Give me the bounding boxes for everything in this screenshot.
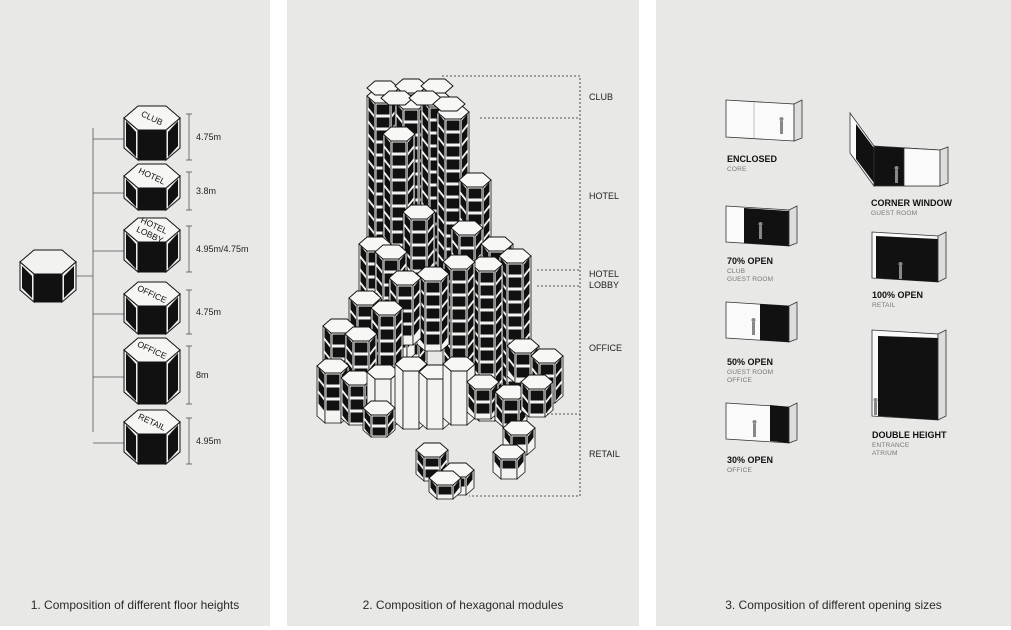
hex-column — [428, 470, 462, 500]
base-hex-module — [19, 249, 77, 304]
opening-double-height: DOUBLE HEIGHT ENTRANCE ATRIUM — [871, 329, 947, 457]
open-50-sub-2: OFFICE — [727, 377, 752, 384]
zone-label-hotel-lobby-2: LOBBY — [589, 280, 619, 290]
floor-height-value: 4.95m — [196, 436, 221, 446]
opening-70-percent: 70% OPEN CLUB GUEST ROOM — [725, 205, 798, 283]
open-50-sub-1: GUEST ROOM — [727, 369, 773, 376]
hex-tower-diagram: CLUB HOTEL HOTEL LOBBY OFFICE RETAIL — [316, 75, 622, 500]
open-100-sub-1: RETAIL — [872, 302, 896, 309]
floor-height-value: 8m — [196, 370, 209, 380]
double-height-sub-2: ATRIUM — [872, 450, 898, 457]
hex-column — [520, 374, 554, 418]
double-height-title: DOUBLE HEIGHT — [872, 430, 947, 440]
floor-height-value: 3.8m — [196, 186, 216, 196]
open-50-title: 50% OPEN — [727, 357, 773, 367]
opening-sizes-panel: ENCLOSED CORE CORNER WINDOW GUEST ROOM 7… — [656, 0, 1011, 626]
floor-heights-caption: 1. Composition of different floor height… — [30, 598, 240, 612]
zone-label-hotel-lobby-1: HOTEL — [589, 269, 619, 279]
open-70-sub-1: CLUB — [727, 268, 745, 275]
hex-column — [466, 374, 500, 420]
opening-corner-window: CORNER WINDOW GUEST ROOM — [849, 111, 952, 217]
corner-window-title: CORNER WINDOW — [871, 198, 952, 208]
open-100-title: 100% OPEN — [872, 290, 923, 300]
hex-column — [492, 444, 526, 480]
zone-label-office: OFFICE — [589, 343, 622, 353]
floor-height-value: 4.95m/4.75m — [196, 244, 249, 254]
zone-label-retail: RETAIL — [589, 449, 620, 459]
hex-modules-panel: CLUB HOTEL HOTEL LOBBY OFFICE RETAIL 2. … — [287, 0, 639, 626]
opening-30-percent: 30% OPEN OFFICE — [725, 402, 798, 474]
double-height-sub-1: ENTRANCE — [872, 442, 910, 449]
opening-sizes-diagram: ENCLOSED CORE CORNER WINDOW GUEST ROOM 7… — [725, 99, 952, 474]
hex-column — [416, 266, 450, 352]
zone-label-club: CLUB — [589, 92, 613, 102]
floor-heights-diagram: CLUB4.75mHOTEL3.8mHOTELLOBBY4.95m/4.75mO… — [19, 105, 249, 466]
enclosed-title: ENCLOSED — [727, 154, 778, 164]
opening-sizes-caption: 3. Composition of different opening size… — [725, 598, 942, 612]
enclosed-sub-1: CORE — [727, 166, 747, 173]
floor-height-value: 4.75m — [196, 132, 221, 142]
floor-height-value: 4.75m — [196, 307, 221, 317]
open-70-sub-2: GUEST ROOM — [727, 276, 773, 283]
hex-modules-caption: 2. Composition of hexagonal modules — [362, 598, 564, 612]
zone-label-hotel: HOTEL — [589, 191, 619, 201]
opening-50-percent: 50% OPEN GUEST ROOM OFFICE — [725, 301, 798, 384]
opening-100-percent: 100% OPEN RETAIL — [871, 231, 947, 309]
hex-column — [362, 400, 396, 438]
hex-column — [432, 96, 466, 112]
hex-tower-massing — [316, 78, 564, 500]
corner-window-sub-1: GUEST ROOM — [871, 210, 917, 217]
opening-enclosed: ENCLOSED CORE — [725, 99, 803, 173]
open-30-title: 30% OPEN — [727, 455, 773, 465]
zone-leaders — [442, 75, 581, 497]
open-70-title: 70% OPEN — [727, 256, 773, 266]
open-30-sub-1: OFFICE — [727, 467, 752, 474]
